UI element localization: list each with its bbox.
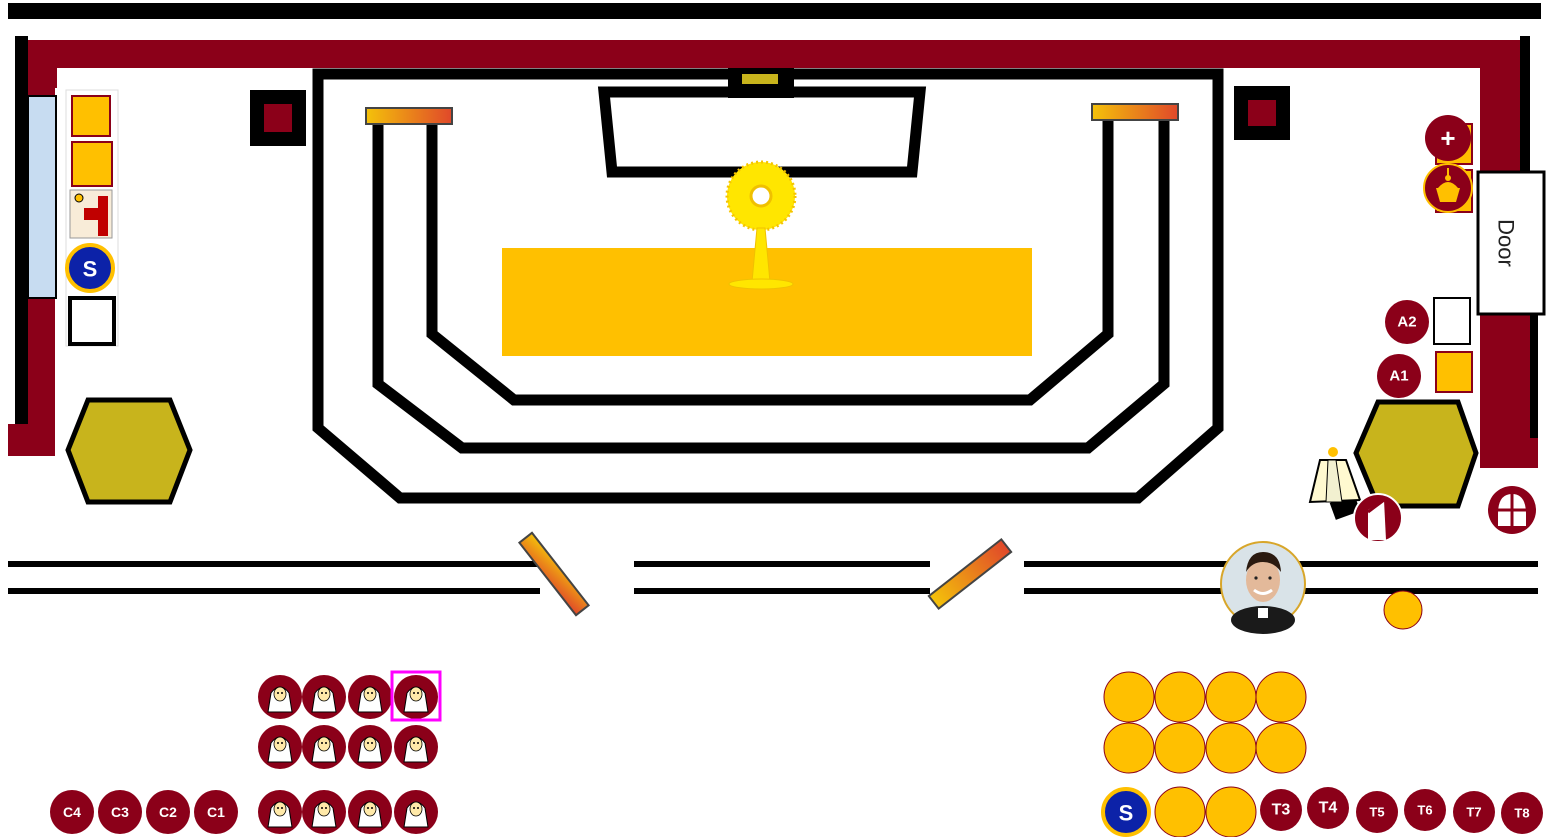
congregation-seat[interactable] [1155,723,1205,773]
top-border [8,3,1541,19]
nun-icon[interactable] [348,790,392,834]
candle-stand-right [1356,402,1476,506]
acolyte-1-label: A1 [1389,368,1408,385]
torch-bearer-marker[interactable]: T5 [1356,791,1398,833]
cantors-group: C4 C3 C2 C1 [50,790,238,834]
torch-bearer-label: T5 [1369,805,1384,820]
cantor-marker[interactable]: C2 [146,790,190,834]
cantor-marker[interactable]: C4 [50,790,94,834]
door[interactable]: Door [1478,172,1544,314]
congregation-seat[interactable] [1256,672,1306,722]
torch-bearer-label: T8 [1514,806,1529,821]
white-box-left [70,298,114,344]
cross-label: + [1440,123,1455,153]
torch-bearer-marker[interactable]: T6 [1404,789,1446,831]
thurible-icon [1424,164,1472,212]
torch-altar-left [366,108,452,124]
torch-bearer-marker[interactable]: T8 [1501,792,1543,834]
nun-icon[interactable] [258,790,302,834]
window [28,96,56,298]
server-label: S [1119,801,1134,826]
cantor-label: C4 [63,804,81,820]
door-label: Door [1494,219,1519,267]
cantor-label: C2 [159,804,177,820]
torch-bearer-label: T6 [1417,803,1432,818]
server-marker-left[interactable]: S [67,245,113,291]
congregation-group: S T3 T4 T5 T6 T7 T8 [1103,672,1543,837]
cruets-icon [70,190,112,238]
congregation-seat[interactable] [1206,672,1256,722]
nun-icon[interactable] [258,675,302,719]
server-label: S [83,257,98,282]
nun-icon[interactable] [394,790,438,834]
nun-icon[interactable] [258,725,302,769]
nun-icon[interactable] [302,790,346,834]
cantor-label: C3 [111,804,129,820]
congregation-seat[interactable] [1155,787,1205,837]
bell-icon [1310,447,1360,520]
congregation-seat[interactable] [1256,723,1306,773]
gold-box-right [1436,352,1472,392]
priest-photo[interactable] [1221,542,1305,634]
position-marker[interactable] [1384,591,1422,629]
cross-bearer-marker[interactable]: + [1425,115,1471,161]
acolyte-1-marker[interactable]: A1 [1377,354,1421,398]
torch-bearer-label: T7 [1466,805,1481,820]
nun-icon[interactable] [394,675,438,719]
altar-top-plate [742,74,778,84]
credence-box-2 [72,142,112,186]
cantor-marker[interactable]: C3 [98,790,142,834]
nun-icon[interactable] [394,725,438,769]
nun-icon[interactable] [302,725,346,769]
cantor-label: C1 [207,804,225,820]
acolyte-2-label: A2 [1397,314,1416,331]
candle-stand-left [68,400,190,502]
server-marker-bottom[interactable]: S [1103,789,1149,835]
credence-box-1 [72,96,110,136]
congregation-seat[interactable] [1104,672,1154,722]
congregation-seat[interactable] [1155,672,1205,722]
nun-icon[interactable] [302,675,346,719]
torch-bearer-marker[interactable]: T3 [1260,789,1302,831]
nun-icon[interactable] [348,725,392,769]
torch-bearer-marker[interactable]: T4 [1307,787,1349,829]
acolyte-2-marker[interactable]: A2 [1385,300,1429,344]
nuns-group [258,675,438,834]
white-box-right [1434,298,1470,344]
nun-icon[interactable] [348,675,392,719]
congregation-seat[interactable] [1206,723,1256,773]
communion-rail [8,544,1538,610]
pillar-left [250,90,306,146]
cantor-marker[interactable]: C1 [194,790,238,834]
cope-icon [1354,494,1402,542]
torch-bearer-label: T4 [1319,800,1338,817]
lantern-icon [1488,486,1536,534]
congregation-seat[interactable] [1206,787,1256,837]
torch-bearer-label: T3 [1272,802,1291,819]
torch-altar-right [1092,104,1178,120]
pillar-right [1234,86,1290,140]
torch-bearer-marker[interactable]: T7 [1453,791,1495,833]
congregation-seat[interactable] [1104,723,1154,773]
